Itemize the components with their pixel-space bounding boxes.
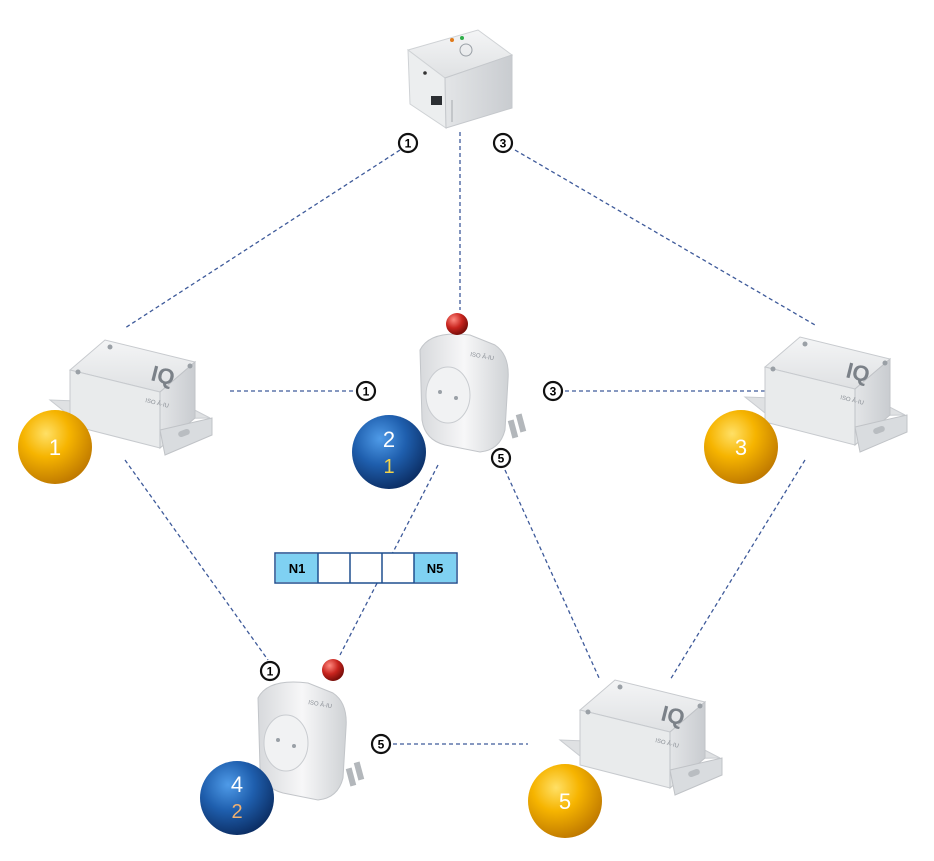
svg-text:1: 1 bbox=[267, 665, 274, 679]
sensor-device-3: IQ ISO Â·IU bbox=[743, 336, 908, 453]
badge-gw-1: 1 bbox=[397, 132, 419, 154]
hop-badges: 1 3 1 3 5 1 5 bbox=[259, 132, 564, 755]
svg-text:3: 3 bbox=[500, 137, 507, 151]
usb-port-icon bbox=[431, 96, 442, 105]
socket-face-icon bbox=[263, 714, 309, 772]
svg-text:3: 3 bbox=[550, 385, 557, 399]
sensor-device-5: IQ ISO Â·IU bbox=[558, 679, 723, 796]
queue-last-label: N5 bbox=[427, 561, 444, 576]
link-repeater2-sensor5 bbox=[504, 469, 601, 681]
svg-text:5: 5 bbox=[378, 738, 385, 752]
link-sensor3-sensor5 bbox=[669, 459, 806, 681]
plug-device-2: ISO Â·IU bbox=[419, 313, 527, 453]
sensor-node-1: 1 bbox=[18, 410, 92, 484]
status-led-icon bbox=[450, 38, 454, 42]
link-sensor1-repeater4 bbox=[124, 459, 269, 661]
svg-text:1: 1 bbox=[405, 137, 412, 151]
plug-device-4: ISO Â·IU bbox=[257, 659, 365, 801]
status-led-icon bbox=[460, 36, 464, 40]
link-gateway-sensor3 bbox=[514, 149, 816, 326]
repeater-node-4: 4 2 bbox=[200, 761, 274, 835]
device-brand-label: ISO Â·IU bbox=[308, 699, 333, 710]
node-number: 1 bbox=[49, 435, 61, 460]
queue-slot-last bbox=[414, 554, 456, 582]
node-number: 4 bbox=[231, 772, 243, 797]
gateway-device bbox=[406, 29, 514, 129]
badge-mid-1: 1 bbox=[355, 380, 377, 402]
sensor-node-3: 3 bbox=[704, 410, 778, 484]
badge-gw-3: 3 bbox=[492, 132, 514, 154]
socket-face-icon bbox=[425, 366, 471, 424]
svg-text:1: 1 bbox=[363, 385, 370, 399]
badge-rep4-1: 1 bbox=[259, 660, 281, 682]
node-secondary-number: 2 bbox=[231, 801, 242, 823]
badge-mid-3: 3 bbox=[542, 380, 564, 402]
queue-first-label: N1 bbox=[289, 561, 306, 576]
red-led-icon bbox=[322, 659, 344, 681]
badge-rep2-5: 5 bbox=[490, 447, 512, 469]
queue-slot-first bbox=[276, 554, 318, 582]
node-number: 2 bbox=[383, 427, 395, 452]
packet-queue: N1 N5 bbox=[274, 552, 458, 584]
device-brand-label: ISO Â·IU bbox=[470, 351, 495, 362]
wifi-logo-icon bbox=[459, 43, 473, 57]
node-number: 3 bbox=[735, 435, 747, 460]
badge-rep4-5: 5 bbox=[370, 733, 392, 755]
link-gateway-sensor1 bbox=[124, 149, 401, 329]
svg-text:5: 5 bbox=[498, 452, 505, 466]
node-number: 5 bbox=[559, 789, 571, 814]
sensor-device-1: IQ ISO Â·IU bbox=[48, 339, 213, 456]
repeater-node-2: 2 1 bbox=[352, 415, 426, 489]
node-secondary-number: 1 bbox=[383, 456, 394, 478]
sensor-node-5: 5 bbox=[528, 764, 602, 838]
red-led-icon bbox=[446, 313, 468, 335]
